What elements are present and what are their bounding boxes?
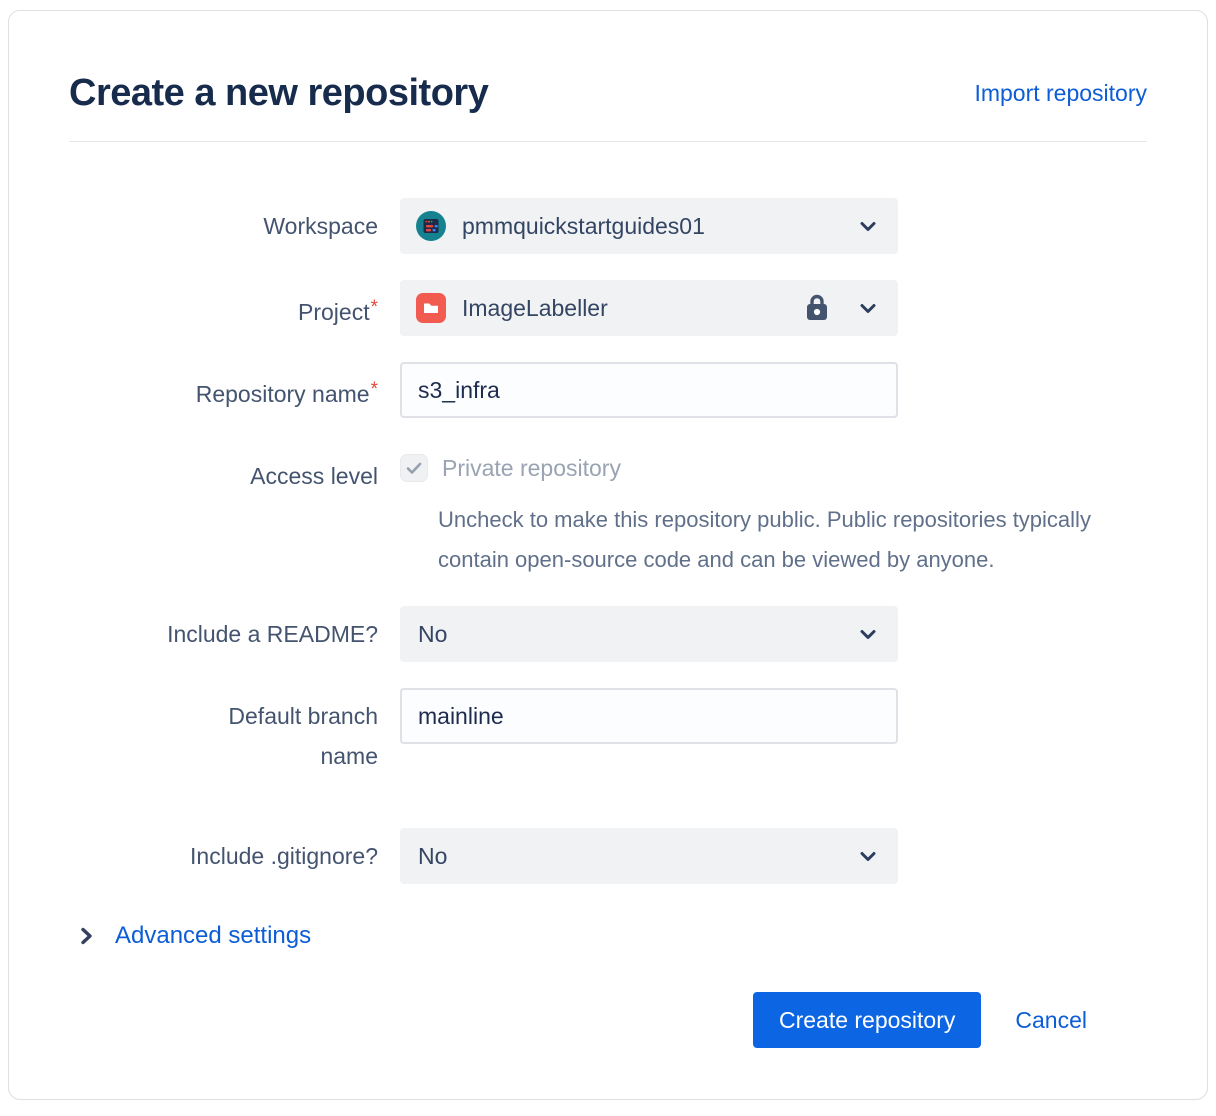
repository-name-input[interactable]	[400, 362, 898, 418]
private-repository-checkbox[interactable]	[400, 454, 428, 482]
required-asterisk: *	[370, 379, 378, 400]
create-repository-form: Workspace pmmquickstartguide	[69, 198, 1147, 1048]
workspace-value: pmmquickstartguides01	[462, 212, 705, 239]
checkmark-icon	[406, 462, 422, 474]
advanced-settings-toggle[interactable]: Advanced settings	[79, 922, 1147, 950]
import-repository-link[interactable]: Import repository	[974, 79, 1147, 106]
include-readme-select[interactable]: No	[400, 606, 898, 662]
workspace-label: Workspace	[263, 213, 378, 239]
include-readme-row: Include a README? No	[69, 606, 1147, 662]
project-label: Project*	[69, 280, 378, 327]
cancel-button[interactable]: Cancel	[1001, 1007, 1101, 1034]
repository-name-label: Repository name*	[69, 362, 378, 409]
repository-name-row: Repository name*	[69, 362, 1147, 418]
access-level-help-text: Uncheck to make this repository public. …	[438, 507, 1091, 572]
default-branch-row: Default branch name	[69, 688, 1147, 776]
page-title: Create a new repository	[69, 72, 489, 114]
default-branch-input[interactable]	[400, 688, 898, 744]
private-repository-label: Private repository	[442, 454, 621, 481]
project-folder-icon	[416, 293, 446, 323]
include-readme-label: Include a README?	[167, 621, 378, 647]
chevron-down-icon	[856, 214, 880, 238]
advanced-settings-label: Advanced settings	[115, 922, 312, 949]
project-label-text: Project	[298, 299, 370, 325]
lock-icon	[804, 293, 830, 323]
include-gitignore-label: Include .gitignore?	[190, 843, 378, 869]
chevron-down-icon	[856, 622, 880, 646]
required-asterisk: *	[370, 297, 378, 318]
include-gitignore-row: Include .gitignore? No	[69, 828, 1147, 884]
include-gitignore-select[interactable]: No	[400, 828, 898, 884]
access-level-row: Access level Private repository Uncheck …	[69, 448, 1147, 580]
project-value: ImageLabeller	[462, 294, 608, 321]
project-select[interactable]: ImageLabeller	[400, 280, 898, 336]
repository-name-label-text: Repository name	[195, 381, 370, 407]
private-repository-option: Private repository	[400, 448, 898, 488]
project-row: Project* ImageLabeller	[69, 280, 1147, 336]
workspace-avatar-icon	[416, 211, 446, 241]
dialog-header: Create a new repository Import repositor…	[69, 69, 1147, 117]
default-branch-label: Default branch name	[228, 703, 378, 769]
chevron-down-icon	[856, 296, 880, 320]
chevron-right-icon	[79, 925, 95, 947]
workspace-row: Workspace pmmquickstartguide	[69, 198, 1147, 254]
dialog-actions: Create repository Cancel	[69, 992, 1101, 1048]
include-readme-value: No	[418, 620, 448, 647]
workspace-select[interactable]: pmmquickstartguides01	[400, 198, 898, 254]
include-gitignore-value: No	[418, 842, 448, 869]
header-divider	[69, 141, 1147, 142]
access-level-label: Access level	[250, 463, 378, 489]
chevron-down-icon	[856, 844, 880, 868]
create-repository-button[interactable]: Create repository	[752, 992, 982, 1048]
create-repository-dialog: Create a new repository Import repositor…	[8, 10, 1208, 1100]
access-level-field: Private repository Uncheck to make this …	[400, 448, 1091, 580]
